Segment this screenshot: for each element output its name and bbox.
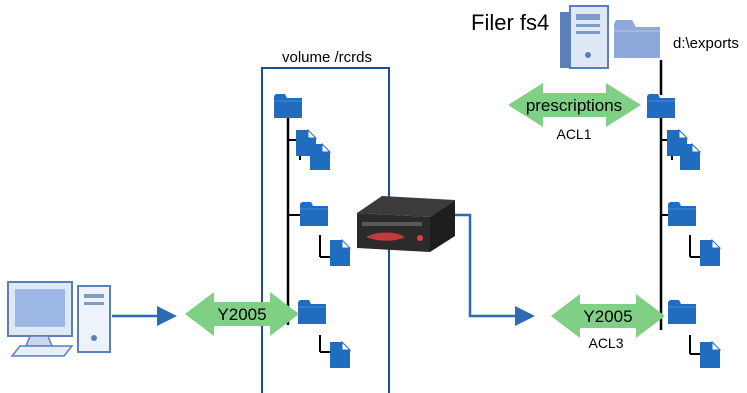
document-icon[interactable] <box>309 143 331 171</box>
prescriptions-arrow[interactable]: prescriptions ACL1 <box>508 83 641 142</box>
desktop-computer-icon[interactable] <box>7 281 111 357</box>
share-folder-icon[interactable] <box>614 20 660 58</box>
document-icon[interactable] <box>679 143 701 171</box>
acl3-label: ACL3 <box>588 335 623 351</box>
acl1-label: ACL1 <box>556 126 591 142</box>
y2005-left-label: Y2005 <box>217 305 266 324</box>
folder-icon[interactable] <box>273 93 303 119</box>
folder-icon[interactable] <box>297 299 327 325</box>
document-icon[interactable] <box>699 341 721 369</box>
folder-icon[interactable] <box>667 299 697 325</box>
filer-fs4: Filer fs4 d:\exports <box>471 5 739 69</box>
document-icon[interactable] <box>699 239 721 267</box>
volume-label: volume /rcrds <box>282 49 372 66</box>
y2005-right-arrow[interactable]: Y2005 ACL3 <box>551 294 665 351</box>
folder-icon[interactable] <box>667 201 697 227</box>
server-tower-icon[interactable] <box>560 5 609 69</box>
folder-icon[interactable] <box>299 201 329 227</box>
network-appliance-icon[interactable] <box>357 196 455 252</box>
y2005-left-arrow[interactable]: Y2005 <box>185 292 299 336</box>
filer-folder-tree <box>646 60 721 369</box>
volume-folder-tree <box>273 93 351 369</box>
y2005-right-label: Y2005 <box>583 307 632 326</box>
appliance-to-filer-connection <box>455 213 535 326</box>
filer-title: Filer fs4 <box>471 10 549 35</box>
document-icon[interactable] <box>329 239 351 267</box>
prescriptions-label: prescriptions <box>526 96 622 115</box>
document-icon[interactable] <box>329 341 351 369</box>
share-path: d:\exports <box>673 35 739 52</box>
folder-icon[interactable] <box>646 93 676 119</box>
